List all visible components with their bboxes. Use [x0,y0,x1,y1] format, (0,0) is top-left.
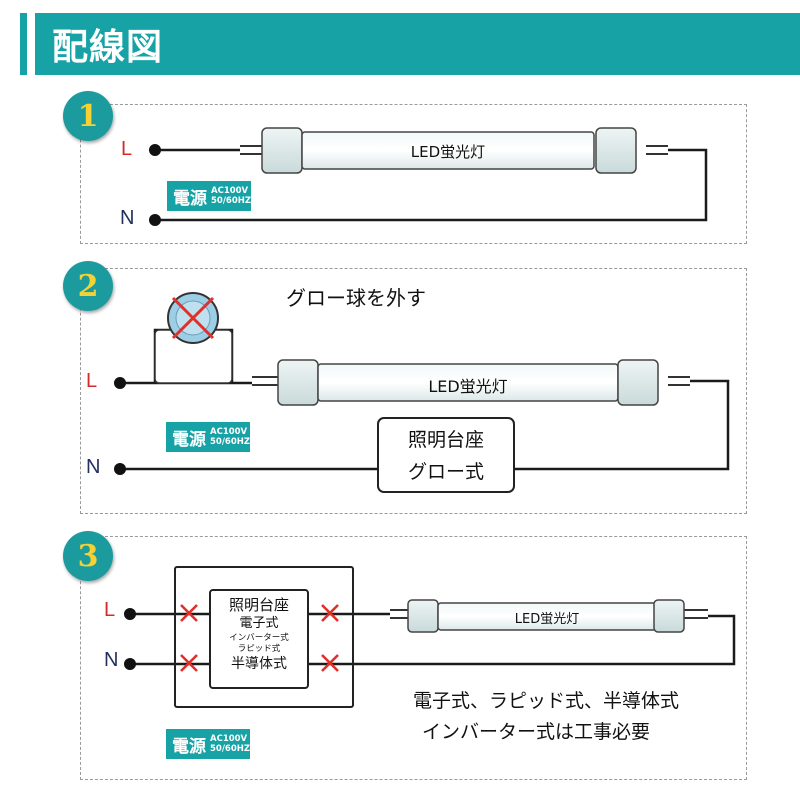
power-source-voltage: AC100V [211,186,249,196]
diagram-3-wiring [130,612,736,666]
power-source-frequency: 50/60HZ [211,196,252,206]
terminal-n-dot [124,658,136,670]
header-accent-bar [20,13,27,75]
terminal-l-label: L [104,599,116,621]
fixture-electronic-label: 電子式 [239,616,279,631]
terminal-n-dot [114,463,126,475]
header-bar [35,13,800,75]
terminal-l-dot [149,144,161,156]
fixture-semiconductor-label: 半導体式 [231,656,287,672]
power-source-spec: AC100V 50/60HZ [211,186,251,206]
diagram-panel-1 [80,104,747,244]
fixture-type-label: 照明台座 [228,596,289,614]
fixture-glow-text: 照明台座 グロー式 [378,424,514,488]
terminal-l-label: L [121,138,133,160]
step-badge-1: 1 [63,91,113,141]
work-required-note-line1: 電子式、ラピッド式、半導体式 [412,690,679,712]
power-source-label: 電源 [172,429,206,450]
diagram-panel-2 [80,268,747,514]
power-source-frequency: 50/60HZ [210,744,251,754]
led-tube-2 [252,359,690,406]
diagram-1-wiring [155,148,708,222]
terminal-l-label: L [86,370,98,392]
diagram-panel-3 [80,536,747,780]
fixture-housing [174,566,354,708]
lamp-label: LED蛍光灯 [410,143,486,161]
led-tube-1 [240,127,668,174]
power-source-label: 電源 [172,736,206,757]
step-badge-3: 3 [63,531,113,581]
terminal-n-label: N [86,456,101,478]
power-source-voltage: AC100V [210,734,248,744]
power-source-badge: 電源 AC100V 50/60HZ [166,729,251,759]
fixture-box-electronic [209,589,309,689]
fixture-rapid-label: ラピッド式 [237,644,281,654]
power-source-voltage: AC100V [210,427,248,437]
terminal-n-label: N [120,207,135,229]
power-source-badge: 電源 AC100V 50/60HZ [166,422,251,452]
glow-starter-removed [154,292,233,384]
power-source-label: 電源 [173,188,207,209]
power-source-spec: AC100V 50/60HZ [210,427,250,447]
terminal-l-dot [124,608,136,620]
work-required-note-line2: インバーター式は工事必要 [421,721,650,743]
fixture-inverter-label: インバーター式 [229,633,289,643]
power-source-frequency: 50/60HZ [210,437,251,447]
led-tube-3 [390,599,708,633]
terminal-n-dot [149,214,161,226]
lamp-label: LED蛍光灯 [514,612,580,627]
power-source-badge: 電源 AC100V 50/60HZ [167,181,252,211]
fixture-type-label: 照明台座 [407,429,484,451]
terminal-l-dot [114,377,126,389]
fixture-box-glow [377,417,515,493]
lamp-label: LED蛍光灯 [428,377,508,396]
power-source-spec: AC100V 50/60HZ [210,734,250,754]
cut-marks [180,604,339,672]
step-badge-2: 2 [63,261,113,311]
page-title: 配線図 [52,26,164,68]
terminal-n-label: N [104,649,119,671]
fixture-electronic-text: 照明台座 電子式 インバーター式 ラピッド式 半導体式 [210,595,308,674]
remove-starter-note: グロー球を外す [286,286,426,310]
fixture-subtype-label: グロー式 [407,461,484,483]
